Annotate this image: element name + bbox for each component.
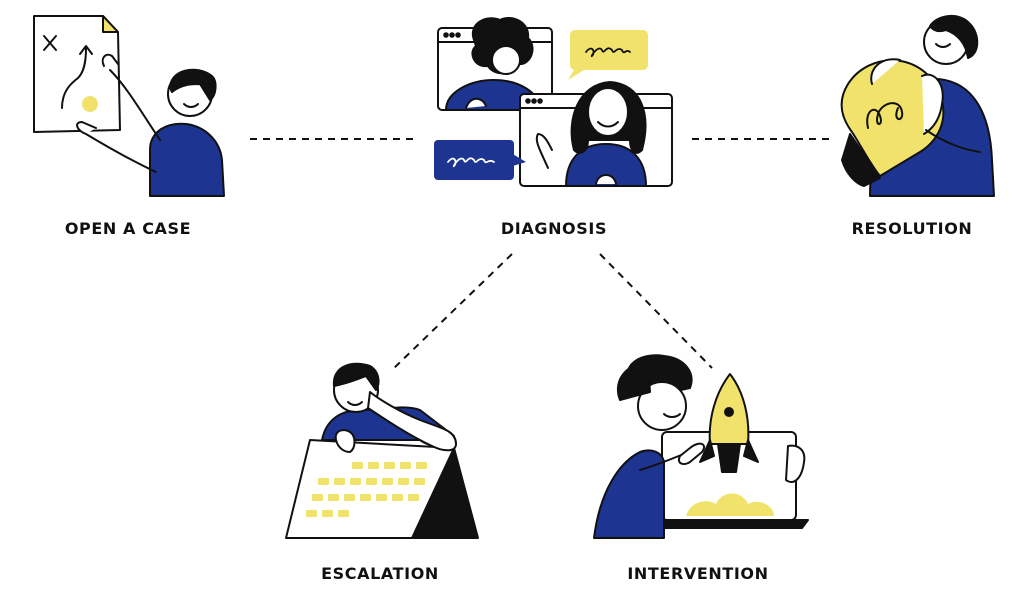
- connector-diagnosis-intervention: [599, 253, 713, 369]
- step-label-intervention: INTERVENTION: [627, 564, 769, 583]
- person-leaning-on-calendar-icon: [285, 362, 479, 539]
- person-hugging-lightbulb-icon: [840, 15, 995, 197]
- person-pinning-paper-icon: [33, 15, 225, 197]
- person-with-rocket-laptop-icon: [593, 354, 809, 539]
- video-call-chat-icon: [434, 17, 673, 187]
- calendar-days: [306, 462, 427, 517]
- step-label-resolution: RESOLUTION: [851, 219, 973, 238]
- step-label-escalation: ESCALATION: [321, 564, 439, 583]
- step-label-diagnosis: DIAGNOSIS: [500, 219, 608, 238]
- step-label-open-a-case: OPEN A CASE: [64, 219, 192, 238]
- connector-diagnosis-escalation: [391, 253, 513, 371]
